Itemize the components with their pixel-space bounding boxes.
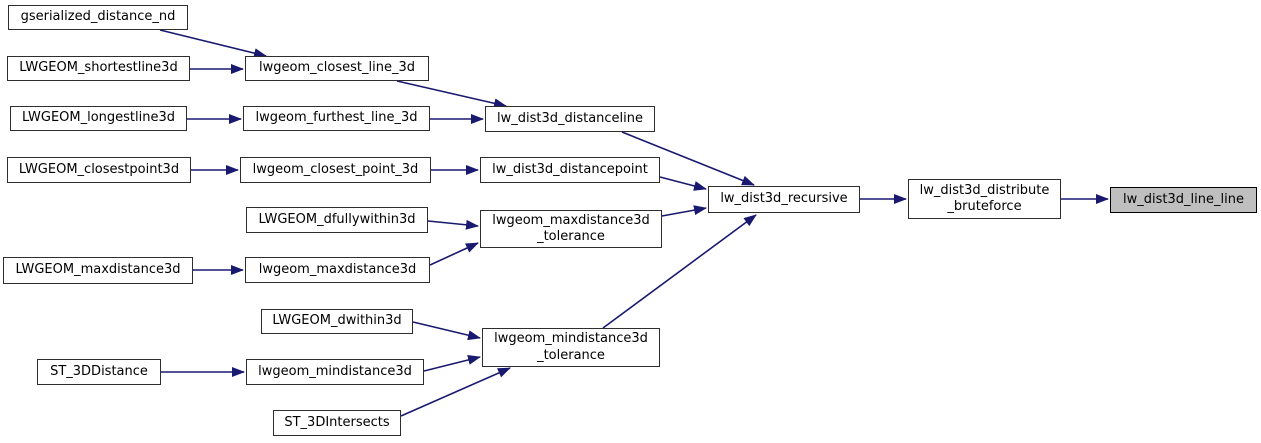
node-lwgeom-longestline3d[interactable]: LWGEOM_longestline3d (10, 106, 187, 131)
edge-mindisttol-to-recursive (602, 214, 757, 329)
node-lwgeom-mindistance3d[interactable]: lwgeom_mindistance3d (246, 359, 424, 385)
node-lwgeom-closest-line-3d[interactable]: lwgeom_closest_line_3d (245, 56, 429, 81)
node-lwgeom-mindistance3d-tolerance[interactable]: lwgeom_mindistance3d _tolerance (482, 328, 660, 367)
node-lwgeom-closest-point-3d[interactable]: lwgeom_closest_point_3d (240, 157, 431, 183)
node-lwgeom-dwithin3d[interactable]: LWGEOM_dwithin3d (261, 309, 413, 334)
node-lw-dist3d-recursive[interactable]: lw_dist3d_recursive (708, 186, 860, 213)
edge-maxdisttol-to-recursive (661, 205, 707, 217)
node-lw-dist3d-line-line: lw_dist3d_line_line (1110, 187, 1257, 213)
node-lwgeom-maxdistance3d-caller[interactable]: LWGEOM_maxdistance3d (3, 257, 193, 284)
edge-dwithin-to-mindisttol (412, 321, 481, 341)
edge-distanceline-to-recursive (621, 131, 755, 186)
node-lwgeom-maxdistance3d-tolerance[interactable]: lwgeom_maxdistance3d _tolerance (480, 210, 662, 248)
node-gserialized-distance-nd[interactable]: gserialized_distance_nd (8, 5, 188, 30)
edge-gserialized-to-closestline (159, 29, 267, 58)
node-st-3ddistance[interactable]: ST_3DDistance (37, 359, 161, 385)
node-lw-dist3d-distanceline[interactable]: lw_dist3d_distanceline (485, 106, 655, 132)
node-lwgeom-maxdistance3d[interactable]: lwgeom_maxdistance3d (245, 257, 430, 283)
edge-st3dintersects-to-mindisttol (400, 367, 511, 417)
node-lwgeom-dfullywithin3d[interactable]: LWGEOM_dfullywithin3d (246, 207, 428, 233)
edge-distancepoint-to-recursive (659, 176, 707, 191)
node-lwgeom-furthest-line-3d[interactable]: lwgeom_furthest_line_3d (243, 106, 430, 131)
node-st-3dintersects[interactable]: ST_3DIntersects (273, 410, 401, 436)
edge-closestline-to-distanceline (396, 80, 507, 109)
edge-dfullywithin-to-maxdisttol (427, 219, 479, 230)
node-lw-dist3d-distribute-bruteforce[interactable]: lw_dist3d_distribute _bruteforce (908, 179, 1061, 219)
node-lw-dist3d-distancepoint[interactable]: lw_dist3d_distancepoint (480, 157, 660, 183)
node-lwgeom-shortestline3d[interactable]: LWGEOM_shortestline3d (7, 56, 190, 81)
node-lwgeom-closestpoint3d[interactable]: LWGEOM_closestpoint3d (7, 157, 191, 183)
edge-maxdistance-to-maxdisttol (429, 242, 479, 266)
edge-mindistance-to-mindisttol (423, 355, 481, 372)
